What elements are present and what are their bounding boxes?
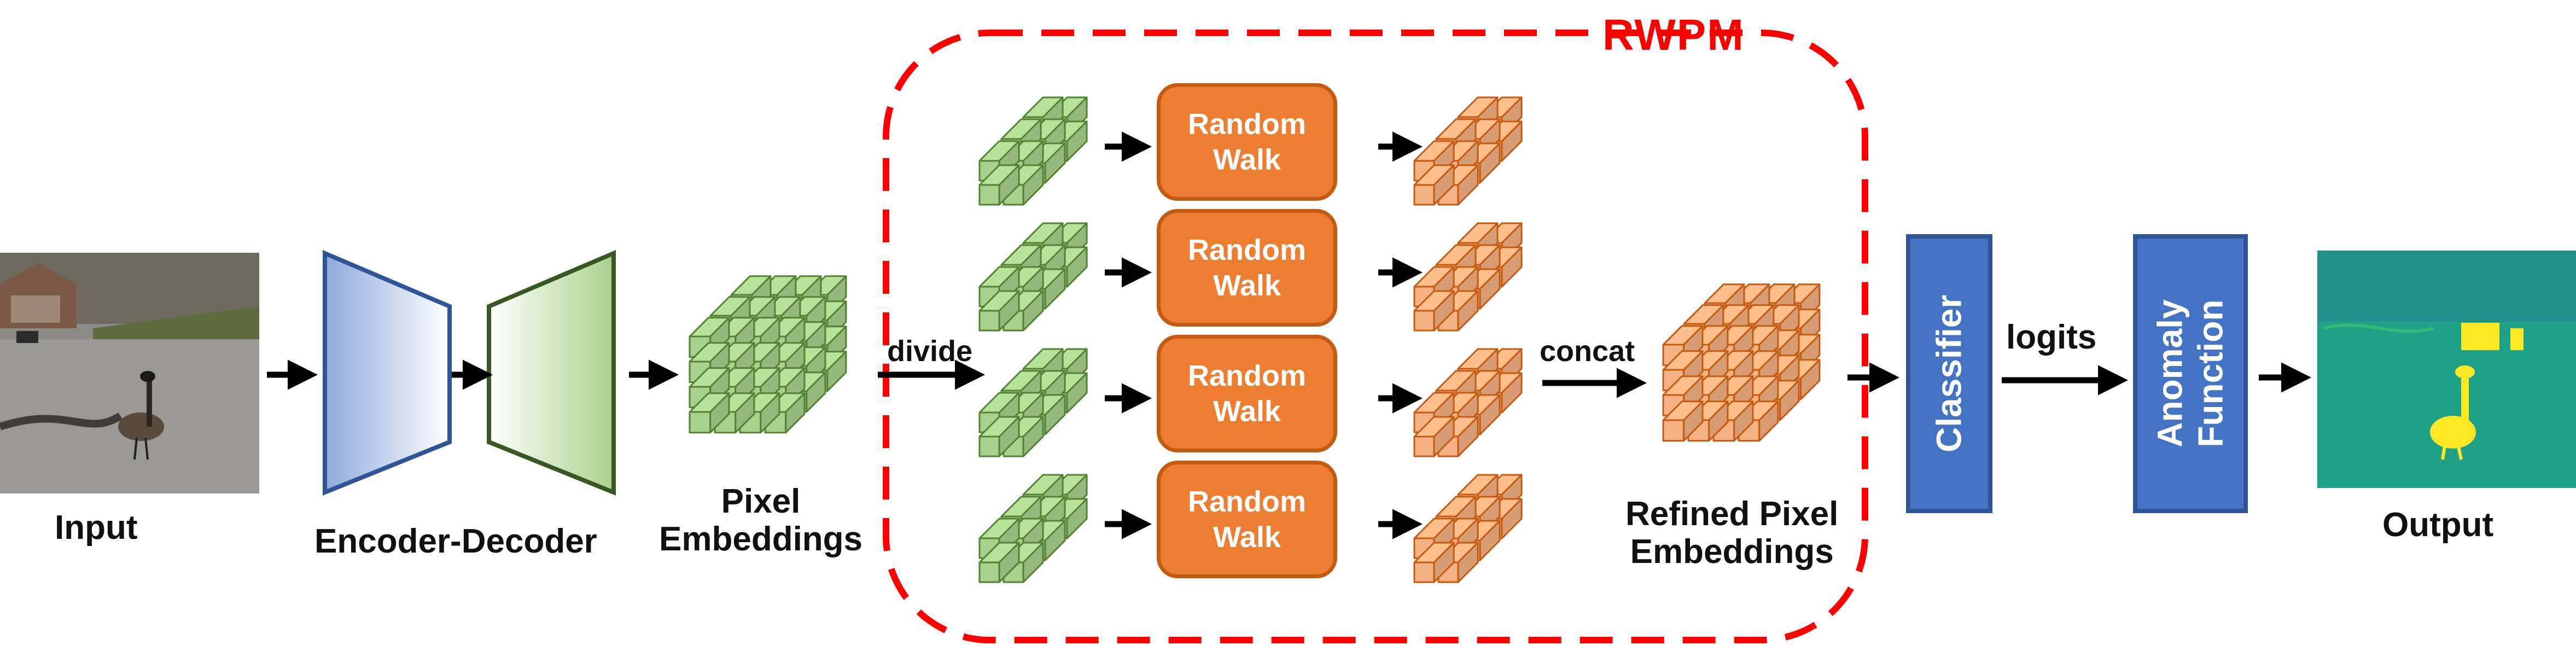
cube-front-face — [1662, 419, 1685, 442]
random-walk-label: Random Walk — [1188, 359, 1306, 428]
cube-side-face — [1800, 359, 1821, 400]
random-walk-block-2: Random Walk — [1157, 209, 1337, 327]
divided-embedding-4 — [978, 474, 1088, 583]
refined-embedding-2 — [1413, 222, 1523, 332]
cube-front-face — [1413, 435, 1435, 457]
refined-embedding-1 — [1413, 96, 1523, 206]
cube-side-face — [1022, 542, 1044, 583]
cube-side-face — [709, 392, 730, 434]
cube-side-face — [1457, 542, 1479, 583]
cube-side-face — [1044, 268, 1066, 310]
cube-side-face — [735, 392, 755, 434]
divide-label: divide — [887, 335, 973, 368]
cube-side-face — [1433, 290, 1455, 332]
cube-side-face — [1066, 498, 1088, 539]
pixel-embeddings-cubes — [689, 275, 847, 434]
cube-side-face — [1022, 416, 1044, 457]
classifier-block: Classifier — [1906, 234, 1992, 513]
refined-embedding-3 — [1413, 348, 1523, 457]
refined-embedding-4 — [1413, 474, 1523, 583]
cube-side-face — [1044, 520, 1066, 561]
encoder-trapezoid — [323, 249, 452, 496]
cube-side-face — [1433, 416, 1455, 457]
cube-side-face — [998, 542, 1020, 583]
refined-embeddings-label: Refined Pixel Embeddings — [1625, 495, 1839, 571]
cube-side-face — [785, 392, 806, 434]
cube-side-face — [1479, 520, 1501, 561]
flow-arrows — [267, 131, 2311, 539]
cube-front-face — [978, 310, 1000, 332]
cube-side-face — [1501, 372, 1523, 414]
cube-front-face — [1413, 184, 1435, 206]
anomaly-function-label: Anomaly Function — [2150, 299, 2230, 448]
cube-side-face — [1433, 542, 1455, 583]
cube-side-face — [998, 416, 1020, 457]
cube-front-face — [978, 561, 1000, 583]
cube-side-face — [1501, 498, 1523, 539]
cube-side-face — [1501, 246, 1523, 288]
random-walk-block-4: Random Walk — [1157, 461, 1337, 578]
input-label: Input — [55, 509, 138, 547]
cube-side-face — [1758, 400, 1779, 442]
decoder-trapezoid — [487, 249, 616, 496]
divided-embedding-1 — [978, 96, 1088, 206]
cube-front-face — [1413, 561, 1435, 583]
cube-side-face — [1479, 268, 1501, 310]
embedding-cubes — [689, 96, 1821, 583]
refined-embeddings-cubes — [1662, 283, 1821, 442]
cube-side-face — [1022, 164, 1044, 206]
cube-side-face — [826, 351, 847, 392]
pixel-embeddings-label: Pixel Embeddings — [659, 483, 863, 559]
random-walk-label: Random Walk — [1188, 485, 1306, 554]
concat-label: concat — [1540, 335, 1635, 368]
classifier-label: Classifier — [1929, 294, 1969, 453]
divided-embedding-2 — [978, 222, 1088, 332]
cube-side-face — [1501, 120, 1523, 162]
cube-front-face — [1413, 310, 1435, 332]
cube-side-face — [998, 164, 1020, 206]
anomaly-function-block: Anomaly Function — [2133, 234, 2248, 513]
cube-side-face — [1457, 416, 1479, 457]
rwpm-title: RWPM — [1602, 10, 1745, 59]
cube-front-face — [978, 435, 1000, 457]
cube-side-face — [1457, 164, 1479, 206]
cube-side-face — [1779, 380, 1800, 421]
cube-side-face — [1066, 120, 1088, 162]
cube-side-face — [1066, 372, 1088, 414]
output-label: Output — [2382, 506, 2494, 544]
output-image — [2317, 251, 2576, 488]
input-image — [0, 253, 259, 493]
rwpm-region — [883, 30, 1868, 643]
divided-embedding-3 — [978, 348, 1088, 457]
cube-side-face — [806, 371, 826, 413]
cube-side-face — [998, 290, 1020, 332]
logits-label: logits — [2006, 318, 2097, 356]
random-walk-label: Random Walk — [1188, 107, 1306, 176]
cube-side-face — [1479, 394, 1501, 435]
cube-side-face — [1066, 246, 1088, 288]
cube-side-face — [1733, 400, 1754, 442]
cube-side-face — [760, 392, 780, 434]
random-walk-block-1: Random Walk — [1157, 83, 1337, 201]
cube-front-face — [978, 184, 1000, 206]
random-walk-label: Random Walk — [1188, 233, 1306, 302]
cube-side-face — [1708, 400, 1729, 442]
cube-side-face — [1683, 400, 1704, 442]
random-walk-block-3: Random Walk — [1157, 335, 1337, 452]
cube-side-face — [1044, 394, 1066, 435]
cube-side-face — [1479, 142, 1501, 184]
encoder-decoder-label: Encoder-Decoder — [314, 522, 597, 560]
cube-side-face — [1457, 290, 1479, 332]
cube-side-face — [1433, 164, 1455, 206]
cube-side-face — [1044, 142, 1066, 184]
cube-side-face — [1022, 290, 1044, 332]
cube-front-face — [689, 411, 712, 434]
